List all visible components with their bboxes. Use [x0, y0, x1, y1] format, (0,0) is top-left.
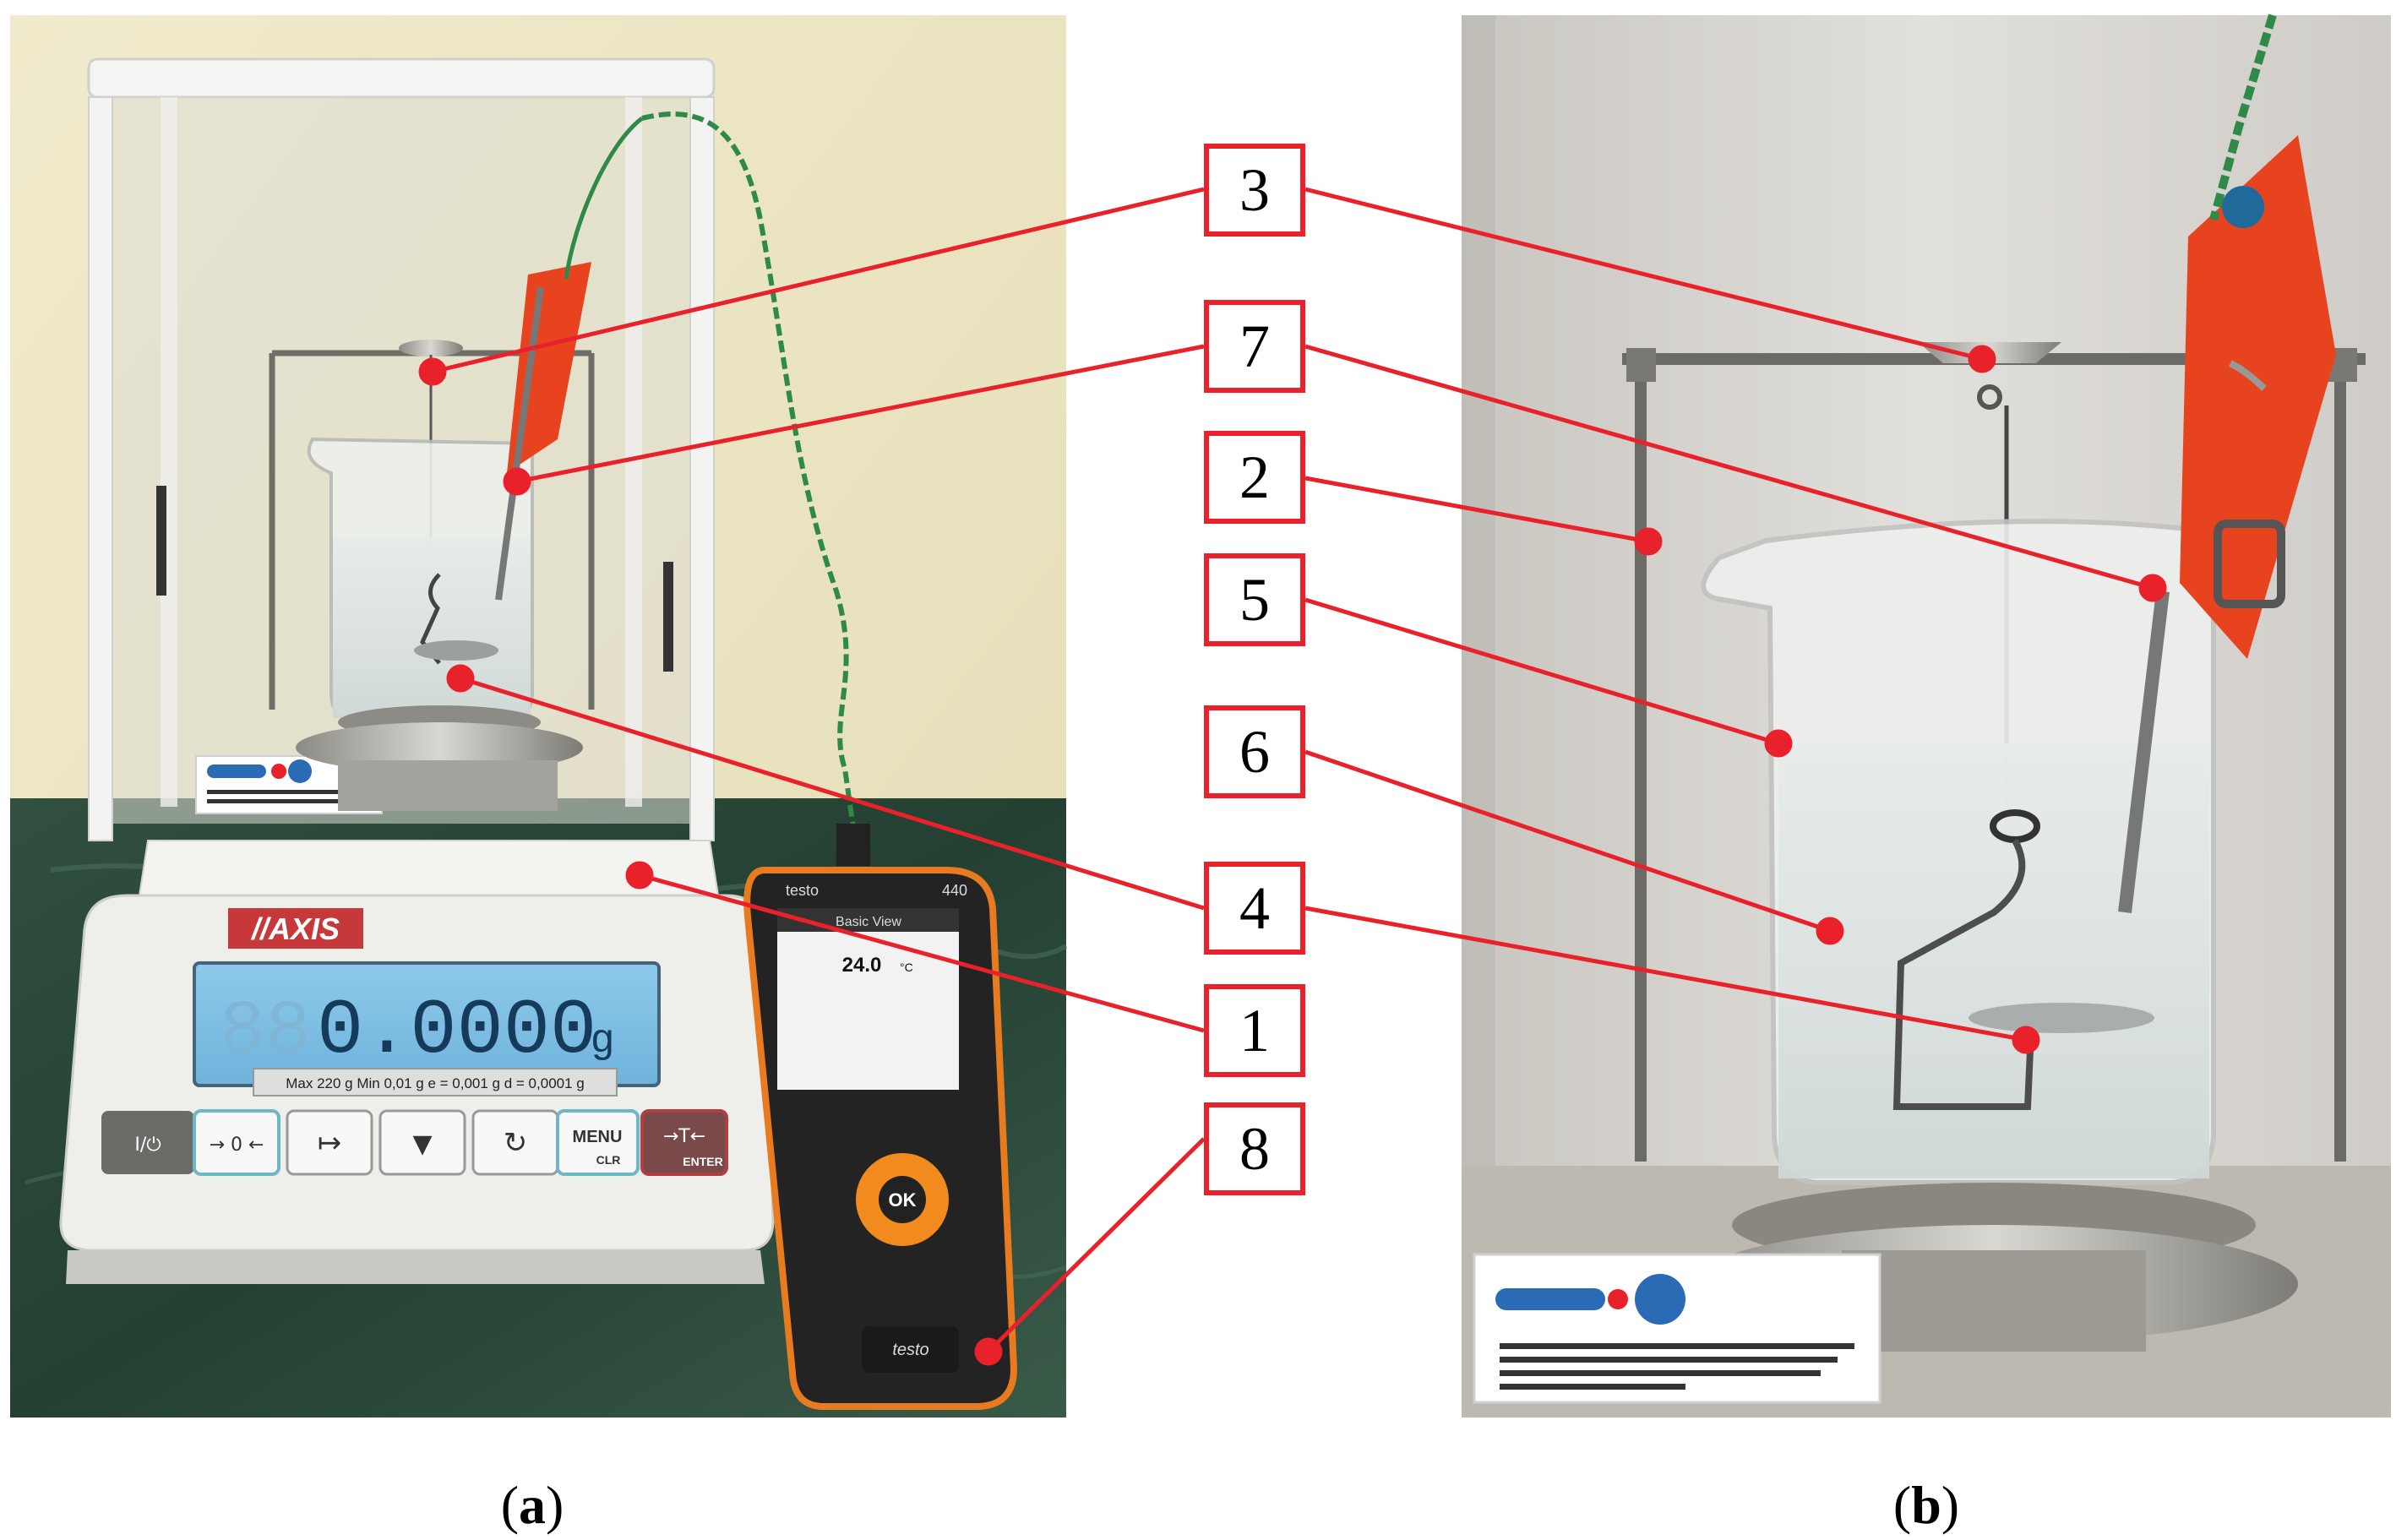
callout-1: 1	[1204, 984, 1305, 1077]
enter-key[interactable]	[640, 1109, 728, 1176]
weighing-frame	[269, 340, 595, 710]
caption-a: (a)	[500, 1475, 564, 1535]
meter-reading: 24.0	[842, 954, 882, 977]
print-key-label: ↦	[318, 1126, 342, 1160]
beaker-a	[296, 437, 583, 811]
meter-screen-title: Basic View	[836, 915, 901, 929]
meter-logo: testo	[892, 1341, 928, 1359]
balance-keypad: I/⏻ → 0 ← ↦ ▼ ↻ MENU CLR →T← ENTER	[101, 1109, 728, 1176]
menu-key-label: MENU	[573, 1128, 623, 1146]
probe-cable	[641, 112, 856, 829]
down-key-label: ▼	[412, 1129, 432, 1159]
units-key-label: ↻	[504, 1126, 528, 1160]
callout-7: 7	[1204, 300, 1305, 393]
project-card-b	[1473, 1253, 1881, 1404]
panel-b-photo	[1462, 14, 2391, 1418]
callout-2: 2	[1204, 431, 1305, 524]
display-ghost-digits: 88	[220, 989, 311, 1075]
down-key[interactable]	[378, 1109, 466, 1176]
power-key-label: I/⏻	[134, 1135, 161, 1156]
meter-brand: testo	[786, 882, 819, 899]
print-key[interactable]	[286, 1109, 373, 1176]
ok-button-label: OK	[889, 1189, 917, 1211]
enter-key-arrow: →T←	[663, 1126, 705, 1147]
power-key[interactable]	[101, 1111, 194, 1174]
callout-8: 8	[1204, 1102, 1305, 1195]
balance-brand: //AXIS	[250, 911, 340, 946]
thermometer-clip-a	[495, 117, 644, 601]
caption-b: (b)	[1892, 1475, 1960, 1535]
tare-key[interactable]	[193, 1109, 280, 1176]
ok-button[interactable]	[879, 1176, 926, 1223]
display-value: 0.0000	[317, 987, 596, 1075]
menu-key[interactable]	[556, 1109, 640, 1176]
beaker-b	[1690, 519, 2298, 1352]
callout-3: 3	[1204, 144, 1305, 237]
callout-4: 4	[1204, 862, 1305, 955]
callout-5: 5	[1204, 553, 1305, 646]
callout-6: 6	[1204, 705, 1305, 798]
balance-spec-text: Max 220 g Min 0,01 g e = 0,001 g d = 0,0…	[286, 1075, 584, 1091]
balance-chamber	[87, 57, 716, 841]
meter-reading-unit: °C	[900, 960, 913, 974]
thermometer-clip-b	[2118, 14, 2336, 913]
tare-key-label: → 0 ←	[210, 1135, 264, 1156]
panel-a-photo: //AXIS 88 0.0000 g Max 220 g Min 0,01 g …	[10, 15, 1068, 1418]
clr-key-label: CLR	[596, 1153, 621, 1167]
meter-model: 440	[942, 882, 967, 899]
callout-leaders	[418, 187, 2167, 1366]
balance-base: //AXIS 88 0.0000 g Max 220 g Min 0,01 g …	[59, 840, 775, 1284]
testo-meter: testo 440 Basic View 24.0 °C OK testo	[743, 824, 1018, 1410]
display-unit: g	[591, 1016, 614, 1061]
enter-key-label: ENTER	[683, 1155, 722, 1168]
